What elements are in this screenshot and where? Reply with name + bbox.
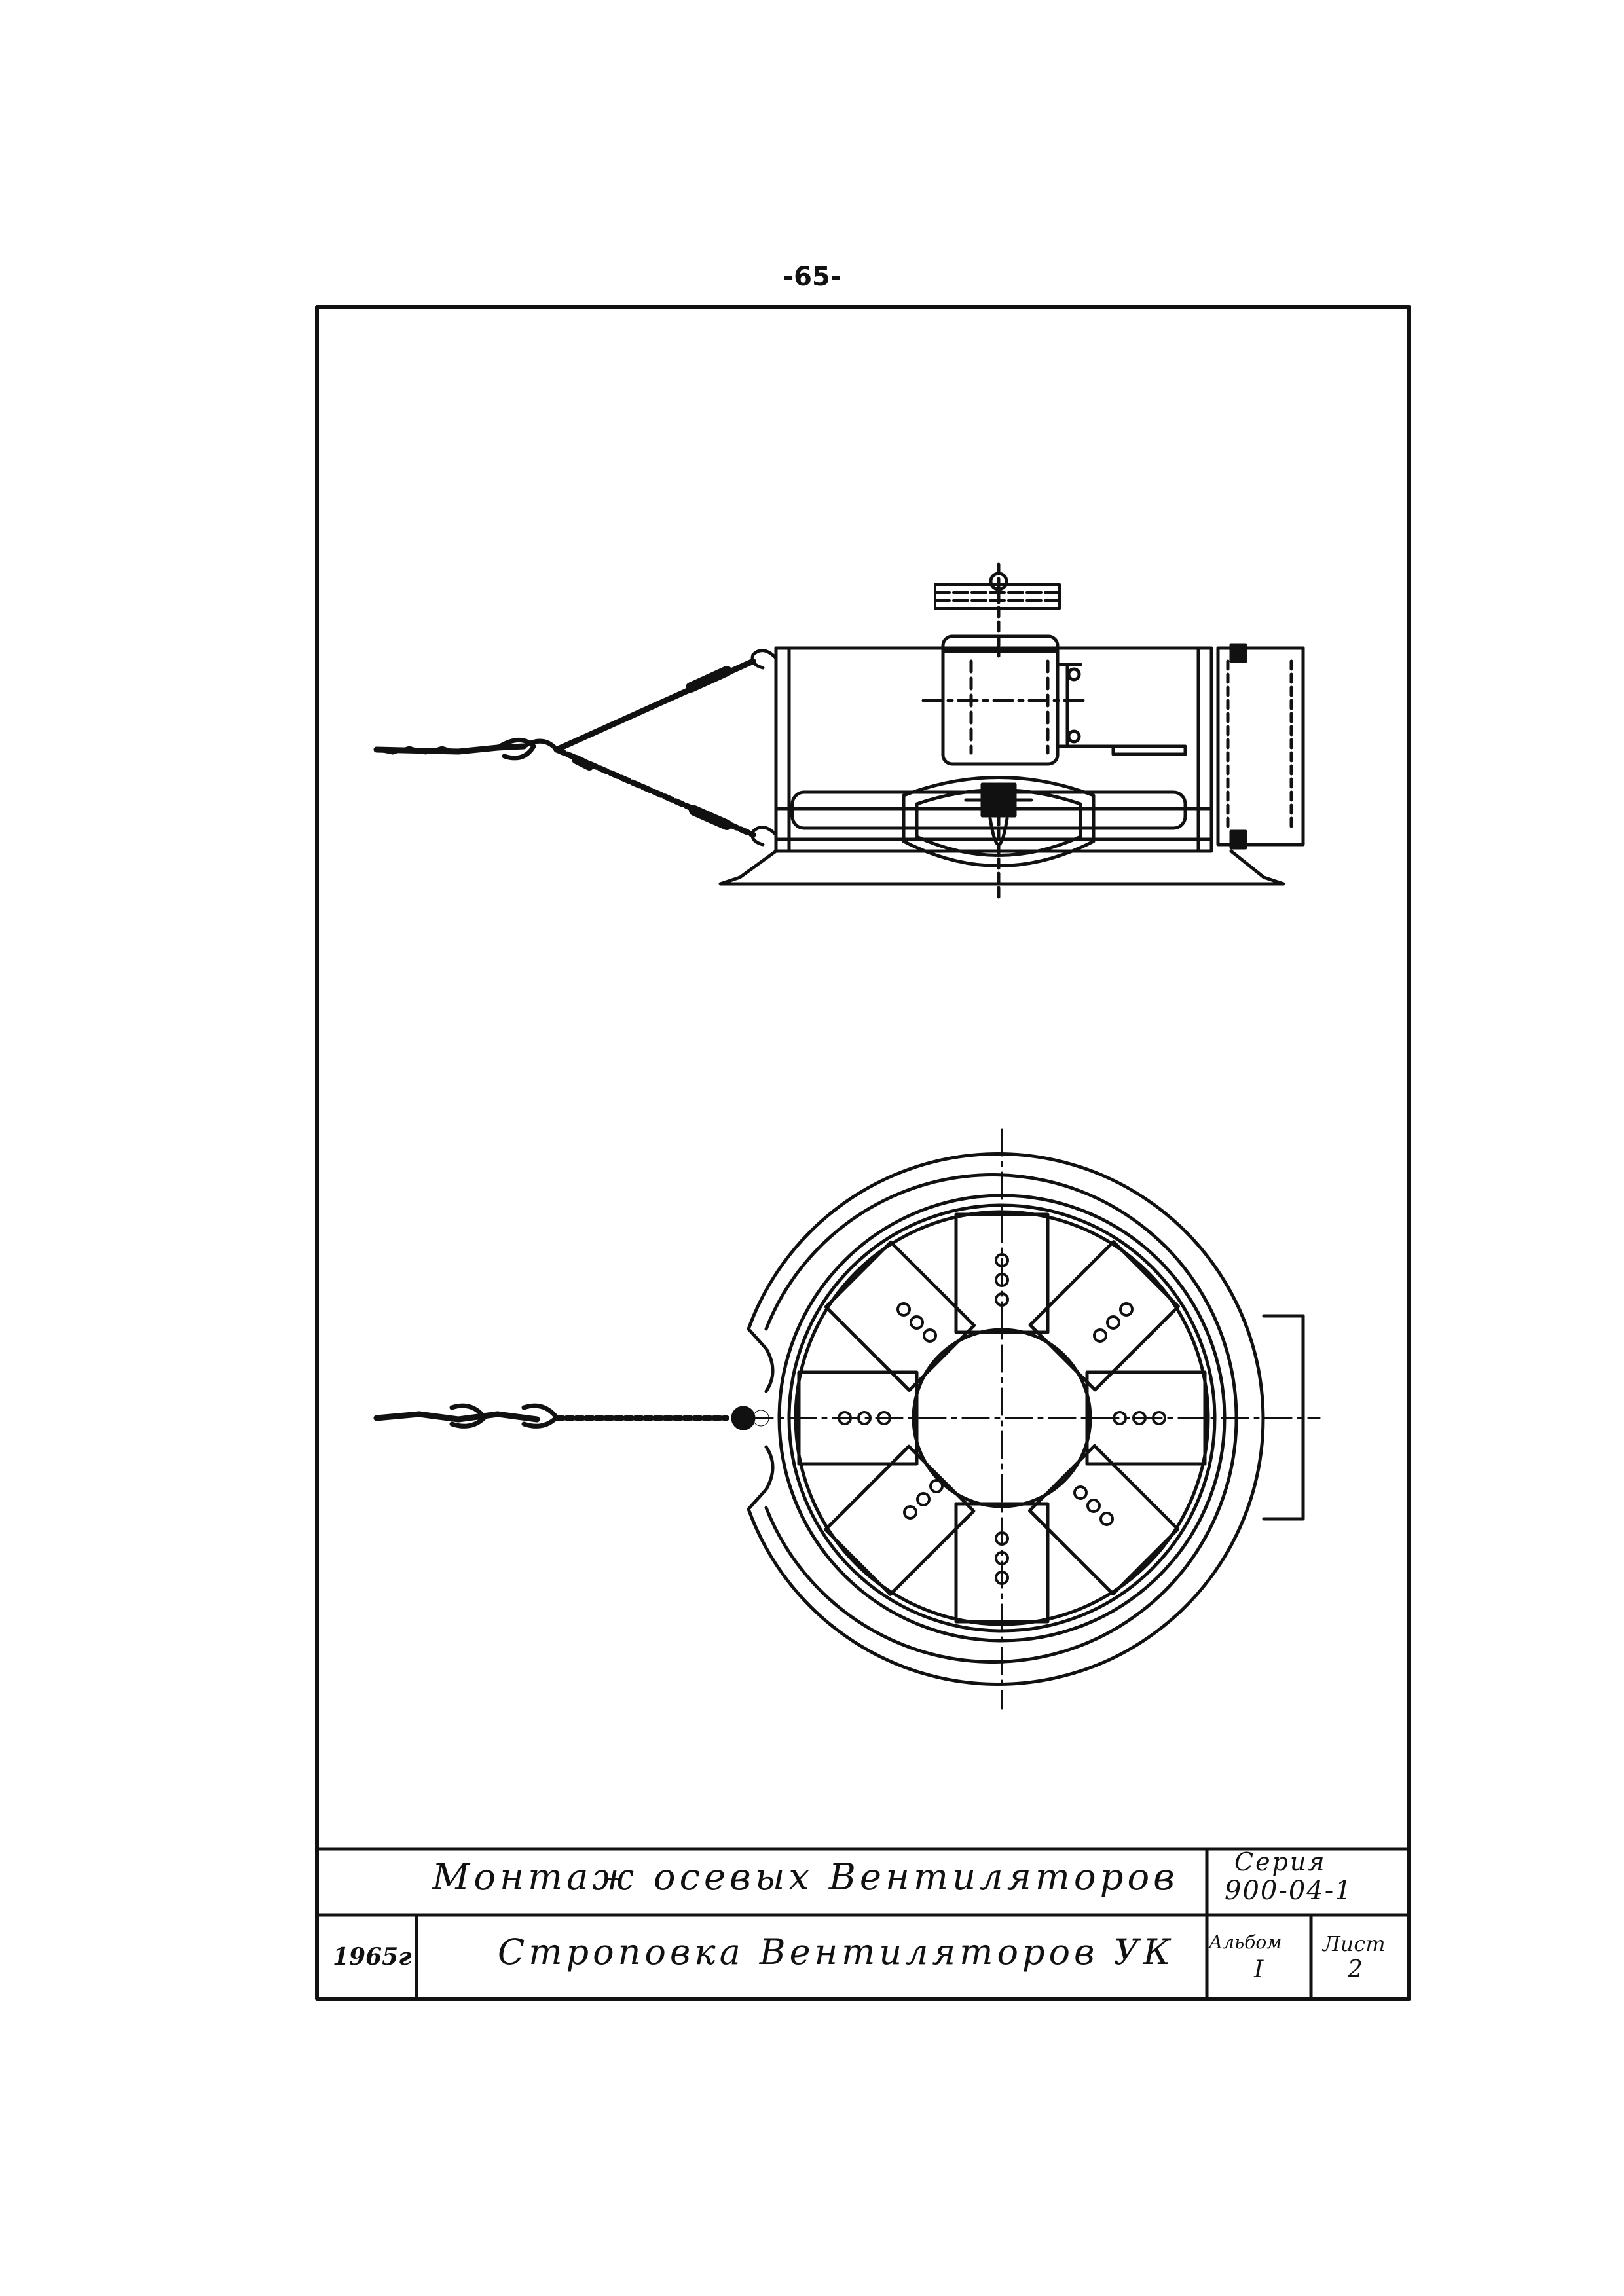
title-block-sheet-value: 2 bbox=[1348, 1956, 1363, 1983]
fan-side-view bbox=[718, 562, 1305, 900]
title-block-sheet-label: Лист bbox=[1323, 1931, 1386, 1956]
fan-front-view bbox=[745, 1128, 1321, 1710]
title-block-series-label: Серия bbox=[1234, 1848, 1327, 1876]
title-block-grid bbox=[315, 1847, 1411, 2001]
title-block-subtitle: Строповка Вентиляторов УК bbox=[498, 1931, 1175, 1973]
title-block-album-value: I bbox=[1254, 1956, 1264, 1983]
title-block-album-label: Альбом bbox=[1209, 1931, 1282, 1953]
sling-side-view bbox=[373, 658, 756, 838]
title-block-series-value: 900-04-1 bbox=[1225, 1876, 1353, 1906]
drawing-frame bbox=[315, 305, 1411, 2001]
title-block-title: Монтаж осевых Вентиляторов bbox=[432, 1856, 1179, 1899]
title-block-year: 1965г bbox=[333, 1943, 412, 1971]
sling-front-view bbox=[373, 1403, 769, 1430]
page-number: -65- bbox=[783, 262, 841, 292]
